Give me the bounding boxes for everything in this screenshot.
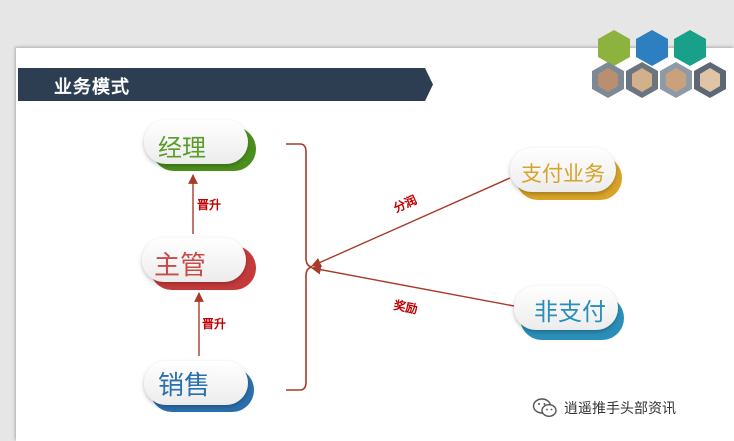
wechat-icon — [532, 397, 558, 419]
node-sales-label: 销售 — [158, 365, 210, 402]
watermark: 逍遥推手头部资讯 — [532, 397, 676, 419]
node-manager-label: 经理 — [158, 128, 206, 163]
promote-lower-label: 晋升 — [202, 315, 226, 332]
bracket-connector — [286, 144, 312, 390]
watermark-text: 逍遥推手头部资讯 — [564, 398, 676, 418]
promote-upper-label: 晋升 — [197, 196, 221, 213]
node-non-payment-label: 非支付 — [534, 292, 606, 327]
node-supervisor-label: 主管 — [154, 245, 206, 282]
node-payment-label: 支付业务 — [521, 158, 605, 188]
